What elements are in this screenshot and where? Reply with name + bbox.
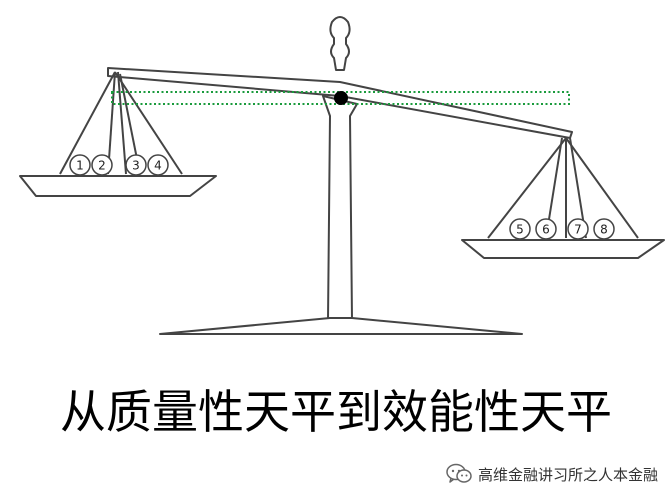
wechat-icon: [446, 463, 472, 483]
ball-1: 1: [69, 154, 91, 176]
ball-6: 6: [535, 218, 557, 240]
right-pan-items: 5 6 7 8: [509, 218, 615, 240]
watermark-text: 高维金融讲习所之人本金融: [477, 465, 658, 484]
ball-label: 7: [574, 223, 582, 237]
caption-title: 从质量性天平到效能性天平: [60, 385, 612, 439]
right-pan: [461, 239, 665, 259]
right-hanger: [487, 137, 639, 239]
ball-label: 1: [76, 159, 84, 173]
ball-5: 5: [509, 218, 531, 240]
ball-3: 3: [125, 154, 147, 176]
balance-scale: 1 2 3 4 5 6 7 8: [19, 16, 665, 335]
ball-label: 6: [542, 223, 550, 237]
left-pan-items: 1 2 3 4: [69, 154, 169, 176]
ball-label: 8: [600, 223, 608, 237]
ball-7: 7: [567, 218, 589, 240]
pivot-point: [334, 91, 348, 105]
scale-base: [159, 317, 523, 335]
scale-post: [322, 95, 358, 321]
ball-8: 8: [593, 218, 615, 240]
ball-label: 4: [154, 159, 162, 173]
ball-label: 2: [98, 159, 106, 173]
ball-label: 3: [132, 159, 140, 173]
watermark: 高维金融讲习所之人本金融: [446, 462, 658, 486]
scale-finial: [329, 16, 351, 71]
ball-label: 5: [516, 223, 524, 237]
left-pan: [19, 175, 217, 197]
ball-4: 4: [147, 154, 169, 176]
ball-2: 2: [91, 154, 113, 176]
